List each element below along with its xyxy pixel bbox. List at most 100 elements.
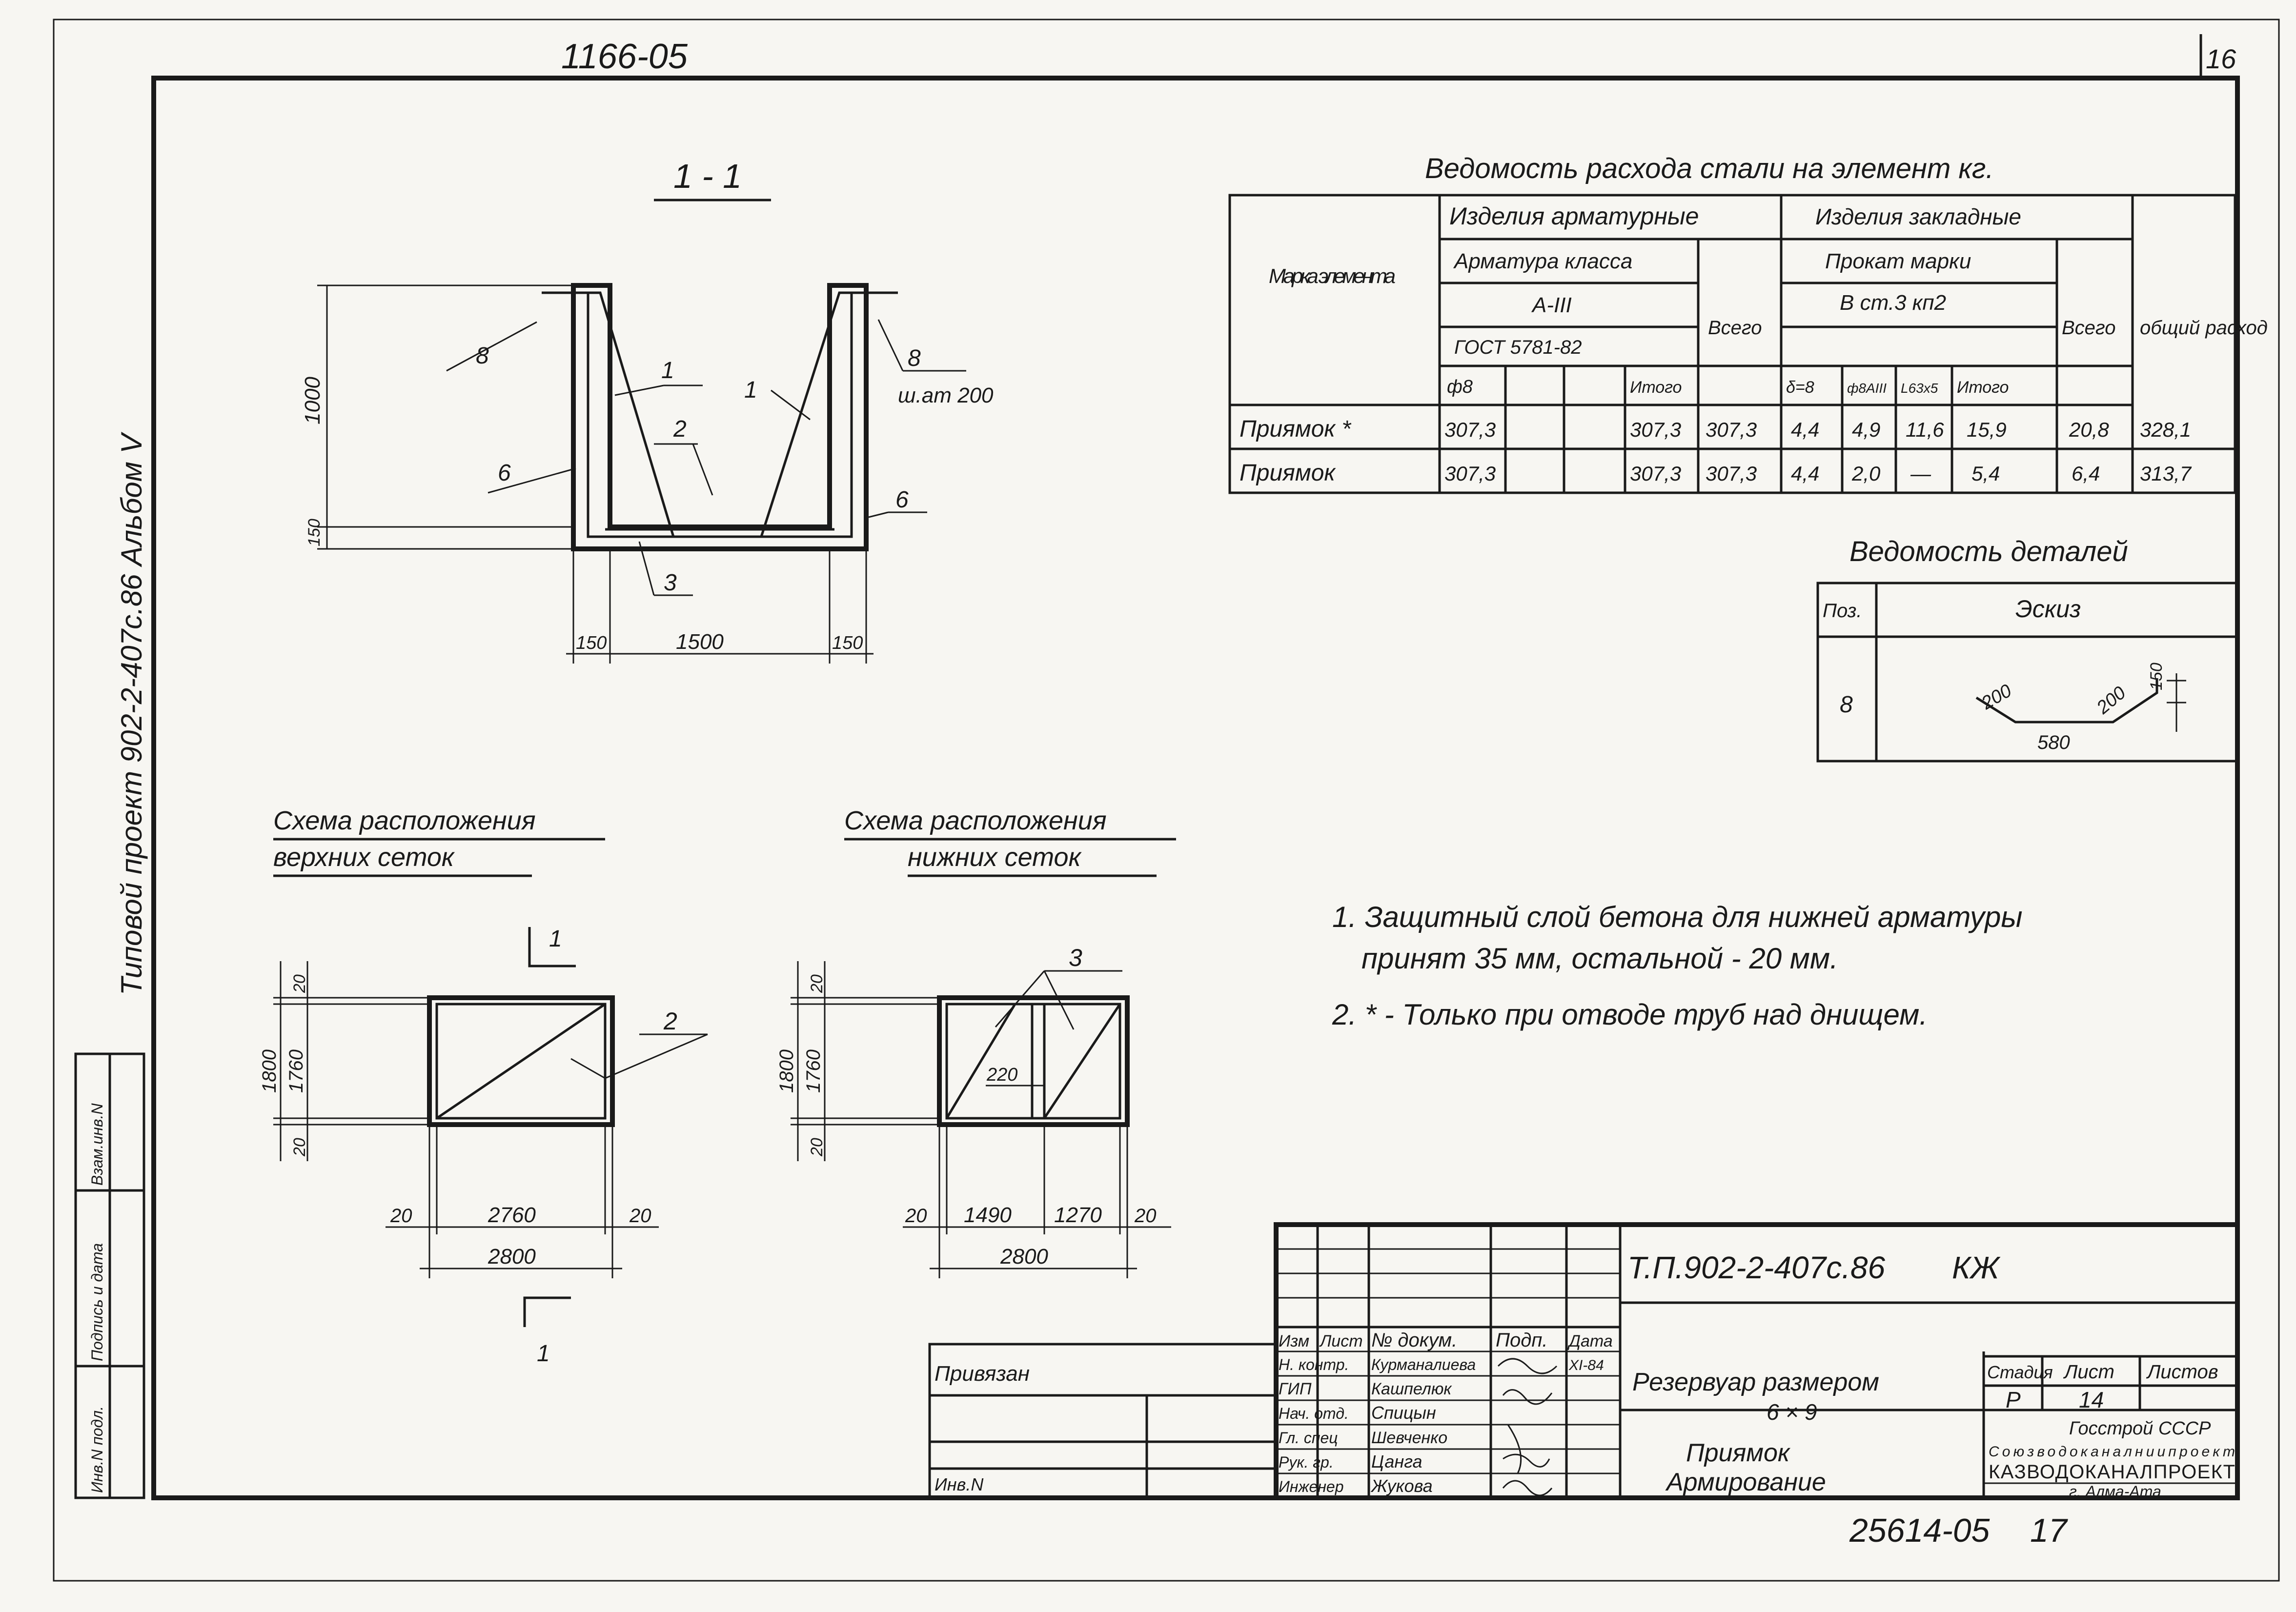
lower-dim-w-b: 1270 — [1054, 1203, 1102, 1227]
lower-dim-w-total: 2800 — [1000, 1245, 1048, 1269]
notes: 1. Защитный слой бетона для нижней армат… — [1332, 901, 2023, 1031]
hdr-rolled: Прокат марки — [1825, 249, 1971, 273]
row-1-cell-9: 20,8 — [2069, 418, 2109, 441]
lower-dim-h-inner: 1760 — [803, 1049, 824, 1093]
col-list: Лист — [1319, 1332, 1363, 1350]
object-line-1: Резервуар размером — [1632, 1368, 1879, 1396]
title-block: Привязан Инв.N Изм Лист № докум. Подп. Д… — [928, 1222, 2240, 1500]
hdr-total-embed: Всего — [2062, 317, 2115, 339]
top-code: 1166-05 — [561, 37, 688, 76]
lower-title-2: нижних сеток — [908, 843, 1082, 872]
callout-2: 2 — [673, 416, 687, 442]
project-code: Т.П.902-2-407с.86 — [1627, 1250, 1886, 1285]
pit-outline — [571, 283, 869, 551]
details-col-pos: Поз. — [1823, 600, 1862, 622]
upper-dim-w-left: 20 — [390, 1205, 412, 1227]
callout-1-right: 1 — [744, 377, 757, 403]
sketch-dim-150: 150 — [2147, 663, 2166, 690]
lower-callout-3: 3 — [1069, 944, 1082, 971]
sheet-value: 14 — [2079, 1387, 2104, 1412]
callout-1-left: 1 — [661, 358, 674, 383]
dim-bottom: 150 — [305, 519, 324, 546]
callout-3: 3 — [664, 570, 677, 596]
stamp-label-sign: Подпись и дата — [88, 1243, 106, 1361]
row-1-cell-8: 15,9 — [1967, 418, 2007, 441]
upper-dim-h-inner: 1760 — [285, 1049, 307, 1093]
row-1-cell-5: 4,4 — [1791, 418, 1819, 441]
callout-8-left: 8 — [476, 343, 489, 369]
name-0: Курманалиева — [1371, 1356, 1476, 1373]
lower-dim-bottom: 20 — [808, 1138, 826, 1157]
row-1-mark: Приямок * — [1239, 416, 1351, 442]
name-2: Спицын — [1371, 1403, 1436, 1423]
dim-inner: 1500 — [676, 630, 724, 654]
section-dimensions: 1000 150 150 1500 150 — [301, 284, 874, 664]
lower-dim-w-left: 20 — [905, 1205, 927, 1227]
hdr-total-rebar: Всего — [1708, 317, 1762, 339]
sketch-dim-200-right: 200 — [2093, 683, 2130, 719]
margin-vertical-label: Типовой проект 902-2-407с.86 Альбом V — [115, 431, 148, 995]
privyazan-label: Привязан — [935, 1362, 1030, 1386]
lower-title-1: Схема расположения — [844, 806, 1107, 835]
upper-mesh-outer — [427, 995, 615, 1127]
drawing-line-2: Армирование — [1665, 1468, 1826, 1496]
lower-overlap: 220 — [986, 1065, 1017, 1085]
dim-wall-left: 150 — [576, 633, 607, 653]
role-1: ГИП — [1279, 1380, 1312, 1398]
details-col-sketch: Эскиз — [2015, 595, 2081, 623]
row-2-cell-5: 4,4 — [1791, 462, 1819, 485]
section-callouts: 8 1 2 6 1 8 ш.ат 200 3 6 — [446, 319, 994, 596]
dim-height: 1000 — [301, 377, 325, 424]
steel-table-caption: Ведомость расхода стали на элемент кг. — [1425, 153, 1994, 184]
details-pos: 8 — [1840, 692, 1853, 718]
row-2-cell-7: — — [1910, 462, 1931, 485]
org-line-1: Госстрой СССР — [2069, 1418, 2211, 1439]
col-date: Дата — [1567, 1332, 1613, 1350]
col-doc: № докум. — [1371, 1330, 1457, 1351]
stage-value: Р — [2006, 1387, 2021, 1412]
upper-mesh-scheme: Схема расположения верхних сеток 1 1 2 2… — [259, 806, 708, 1367]
col-izm: Изм — [1279, 1332, 1309, 1350]
steel-table-title: Изделия арматурные — [1449, 202, 1699, 230]
row-2-cell-10: 313,7 — [2140, 462, 2192, 485]
sketch-dim-200-left: 200 — [1978, 681, 2015, 714]
role-4: Рук. гр. — [1279, 1453, 1334, 1471]
detail-8-sketch — [1975, 678, 2158, 724]
hdr-group-embed: Изделия закладные — [1815, 204, 2021, 229]
subcol-5: δ=8 — [1786, 378, 1814, 397]
lower-dim-h-total: 1800 — [776, 1049, 797, 1093]
spacing-note: ш.ат 200 — [898, 383, 994, 407]
lower-dim-w-a: 1490 — [964, 1203, 1012, 1227]
lower-dim-w-right: 20 — [1134, 1205, 1157, 1227]
row-2-cell-9: 6,4 — [2072, 462, 2100, 485]
note-1-line-1: 1. Защитный слой бетона для нижней армат… — [1332, 901, 2023, 933]
row-2-cell-8: 5,4 — [1971, 462, 2000, 485]
section-title: 1 - 1 — [673, 157, 742, 195]
callout-8-right: 8 — [908, 345, 921, 371]
row-2-cell-3: 307,3 — [1630, 462, 1681, 485]
rebar-wall-left — [587, 293, 853, 538]
role-3: Гл. спец — [1279, 1429, 1338, 1447]
rebar-diag-left — [542, 291, 675, 537]
org-line-2: Союзводоканалниипроект — [1989, 1444, 2235, 1460]
upper-dim-h-total: 1800 — [259, 1049, 280, 1093]
hdr-gost: ГОСТ 5781-82 — [1454, 337, 1582, 358]
name-3: Шевченко — [1371, 1429, 1447, 1447]
row-1-cell-6: 4,9 — [1852, 418, 1880, 441]
sign-date: XI-84 — [1568, 1357, 1604, 1373]
upper-dim-bottom: 20 — [290, 1138, 309, 1157]
row-2-cell-0: 307,3 — [1444, 462, 1496, 485]
callout-6-left: 6 — [498, 460, 511, 486]
row-1-cell-10: 328,1 — [2140, 418, 2191, 441]
lower-mesh-scheme: Схема расположения нижних сеток 3 220 20… — [776, 806, 1176, 1278]
hdr-class: А-III — [1531, 293, 1572, 317]
upper-dim-top: 20 — [290, 974, 309, 993]
signatures-scribble — [1497, 1358, 1558, 1496]
sketch-dim-580: 580 — [2037, 732, 2070, 753]
subcol-6: ф8АIII — [1847, 381, 1887, 396]
hdr-grade: В ст.3 кп2 — [1840, 291, 1946, 315]
hdr-mark: Марка элемента — [1269, 264, 1396, 287]
steel-table: Изделия арматурные Ведомость расхода ста… — [1228, 153, 2268, 494]
dim-wall-right: 150 — [832, 633, 863, 653]
drawing-line-1: Приямок — [1686, 1439, 1791, 1467]
